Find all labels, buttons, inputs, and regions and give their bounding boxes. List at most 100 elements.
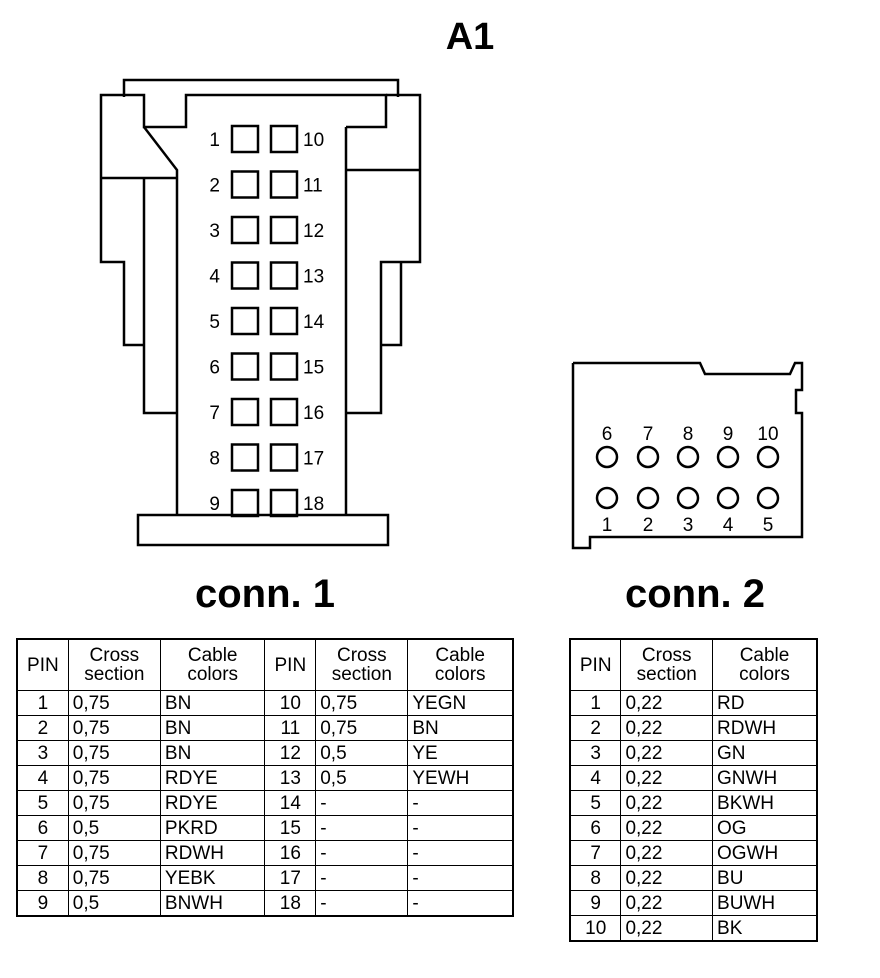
pin-slot xyxy=(230,215,260,245)
table-cell: 8 xyxy=(16,865,69,891)
header-pin: PIN xyxy=(16,638,69,691)
pin-number-label: 4 xyxy=(209,267,220,288)
table-cell: BN xyxy=(407,715,514,741)
table-cell: - xyxy=(315,815,409,841)
table-cell: 6 xyxy=(16,815,69,841)
table-cell: YEGN xyxy=(407,690,514,716)
table-cell: GNWH xyxy=(712,765,818,791)
table-cell: RDWH xyxy=(712,715,818,741)
pin-slot xyxy=(269,397,299,427)
table-cell: 4 xyxy=(569,765,622,791)
table-cell: 3 xyxy=(16,740,69,766)
table-cell: 0,22 xyxy=(620,840,714,866)
pin-number-label: 15 xyxy=(303,358,324,379)
pin-hole xyxy=(595,445,619,469)
table-cell: BNWH xyxy=(159,890,266,917)
table-cell: 0,75 xyxy=(67,790,161,816)
table-cell: 9 xyxy=(16,890,69,917)
table-cell: 0,75 xyxy=(315,690,409,716)
pin-number-label: 6 xyxy=(602,424,613,445)
table-cell: 0,75 xyxy=(67,765,161,791)
pin-number-label: 10 xyxy=(303,130,324,151)
pin-number-label: 8 xyxy=(683,424,694,445)
table-cell: 0,75 xyxy=(67,840,161,866)
table-cell: OGWH xyxy=(712,840,818,866)
pin-number-label: 3 xyxy=(209,221,220,242)
table-cell: 0,5 xyxy=(315,740,409,766)
pin-slot xyxy=(230,488,260,518)
table-cell: YE xyxy=(407,740,514,766)
table-cell: 12 xyxy=(264,740,317,766)
table-cell: 0,22 xyxy=(620,790,714,816)
table-cell: BUWH xyxy=(712,890,818,916)
table-cell: 17 xyxy=(264,865,317,891)
pin-number-label: 14 xyxy=(303,312,325,333)
table-cell: BN xyxy=(159,715,266,741)
table-cell: 1 xyxy=(569,690,622,716)
pin-hole xyxy=(756,445,780,469)
table-cell: 7 xyxy=(16,840,69,866)
table-cell: OG xyxy=(712,815,818,841)
pin-number-label: 8 xyxy=(209,449,220,470)
pin-slot xyxy=(269,306,299,336)
table-cell: 0,75 xyxy=(67,690,161,716)
diagram-title: A1 xyxy=(445,16,495,58)
pin-number-label: 12 xyxy=(303,221,324,242)
pin-number-label: 9 xyxy=(723,424,734,445)
table-cell: - xyxy=(407,865,514,891)
pin-slot xyxy=(269,352,299,381)
pin-number-label: 9 xyxy=(209,494,220,515)
connector2-outline xyxy=(571,361,804,550)
connector1-outline xyxy=(99,78,422,547)
table-cell: 16 xyxy=(264,840,317,866)
table-cell: 0,5 xyxy=(67,815,161,841)
pin-number-label: 5 xyxy=(763,515,774,536)
pin-slot xyxy=(269,261,299,290)
header-pin: PIN xyxy=(264,638,317,691)
table-cell: 10 xyxy=(569,915,622,942)
table-cell: - xyxy=(315,840,409,866)
pin-hole xyxy=(676,445,700,469)
table-cell: RDWH xyxy=(159,840,266,866)
table-cell: 0,22 xyxy=(620,915,714,942)
pin-slot xyxy=(269,443,299,472)
table-cell: 0,75 xyxy=(67,740,161,766)
pin-hole xyxy=(756,486,780,510)
pin-number-label: 2 xyxy=(209,176,220,197)
pin-slot xyxy=(230,261,260,290)
table-cell: 0,5 xyxy=(315,765,409,791)
table-cell: 15 xyxy=(264,815,317,841)
pin-number-label: 4 xyxy=(723,515,734,536)
table-cell: 0,22 xyxy=(620,865,714,891)
table-cell: 0,22 xyxy=(620,740,714,766)
pin-number-label: 3 xyxy=(683,515,694,536)
pin-number-label: 7 xyxy=(209,403,220,424)
pin-slot xyxy=(269,488,299,518)
table-cell: BN xyxy=(159,690,266,716)
table-cell: RDYE xyxy=(159,790,266,816)
pin-number-label: 18 xyxy=(303,494,324,515)
table-cell: - xyxy=(407,840,514,866)
table-cell: 8 xyxy=(569,865,622,891)
connector1-title: conn. 1 xyxy=(194,572,336,616)
pin-number-label: 5 xyxy=(209,312,220,333)
table-cell: 5 xyxy=(569,790,622,816)
table-cell: GN xyxy=(712,740,818,766)
table-cell: 0,22 xyxy=(620,715,714,741)
table-cell: 0,22 xyxy=(620,890,714,916)
pin-number-label: 1 xyxy=(209,130,220,151)
pin-slot xyxy=(230,124,260,154)
pin-number-label: 6 xyxy=(209,358,220,379)
table-cell: PKRD xyxy=(159,815,266,841)
table-cell: 11 xyxy=(264,715,317,741)
